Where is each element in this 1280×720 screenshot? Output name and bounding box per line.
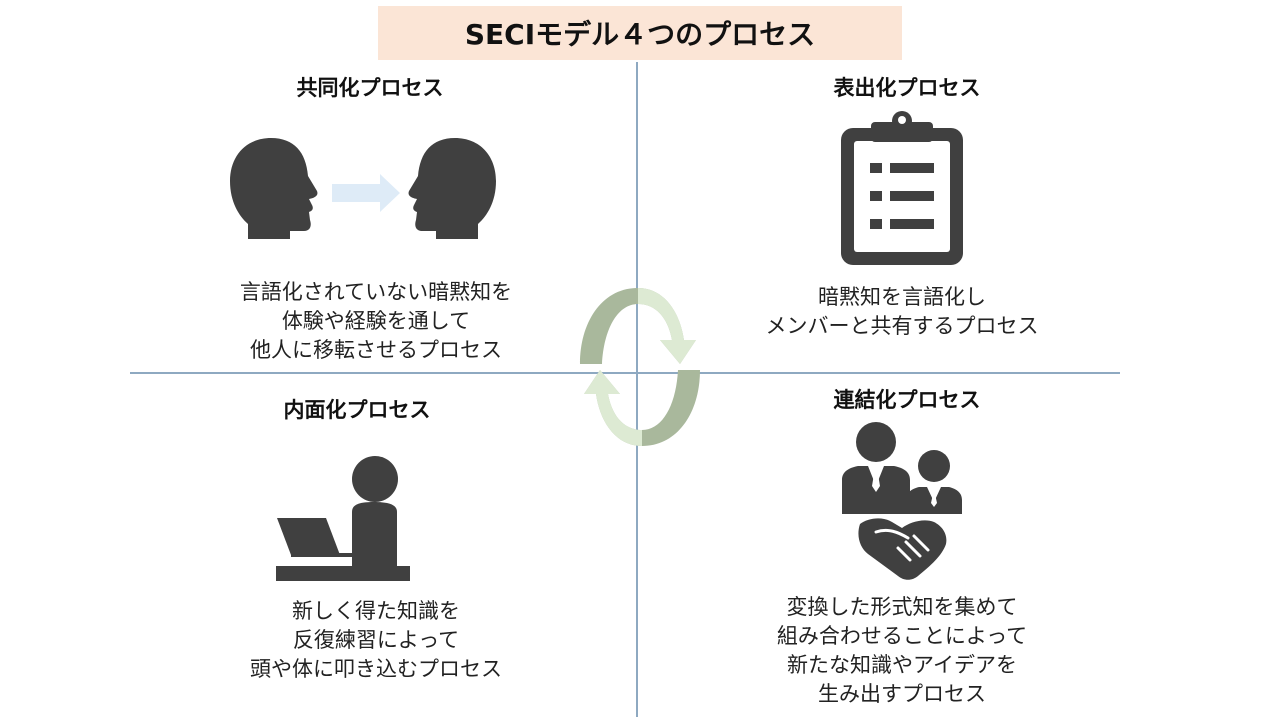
cycle-arrows-icon (580, 288, 700, 446)
transfer-arrow-icon (332, 174, 400, 212)
clipboard-list-icon (841, 111, 963, 265)
socialization-title: 共同化プロセス (296, 76, 444, 100)
socialization-description: 言語化されていない暗黙知を 体験や経験を通して 他人に移転させるプロセス (239, 280, 513, 362)
two-heads-transfer-icon (230, 138, 496, 239)
page-title: SECIモデル４つのプロセス (378, 6, 902, 60)
vertical-divider (636, 62, 638, 717)
externalization-description: 暗黙知を言語化し メンバーと共有するプロセス (765, 285, 1039, 338)
externalization-title: 表出化プロセス (833, 76, 981, 100)
horizontal-divider (130, 372, 1120, 374)
person-at-laptop-icon (276, 456, 410, 581)
business-handshake-icon (842, 422, 962, 580)
internalization-title: 内面化プロセス (283, 398, 431, 422)
combination-description: 変換した形式知を集めて 組み合わせることによって 新たな知識やアイデアを 生み出… (776, 595, 1028, 706)
combination-title: 連結化プロセス (833, 388, 981, 412)
internalization-description: 新しく得た知識を 反復練習によって 頭や体に叩き込むプロセス (250, 599, 502, 681)
